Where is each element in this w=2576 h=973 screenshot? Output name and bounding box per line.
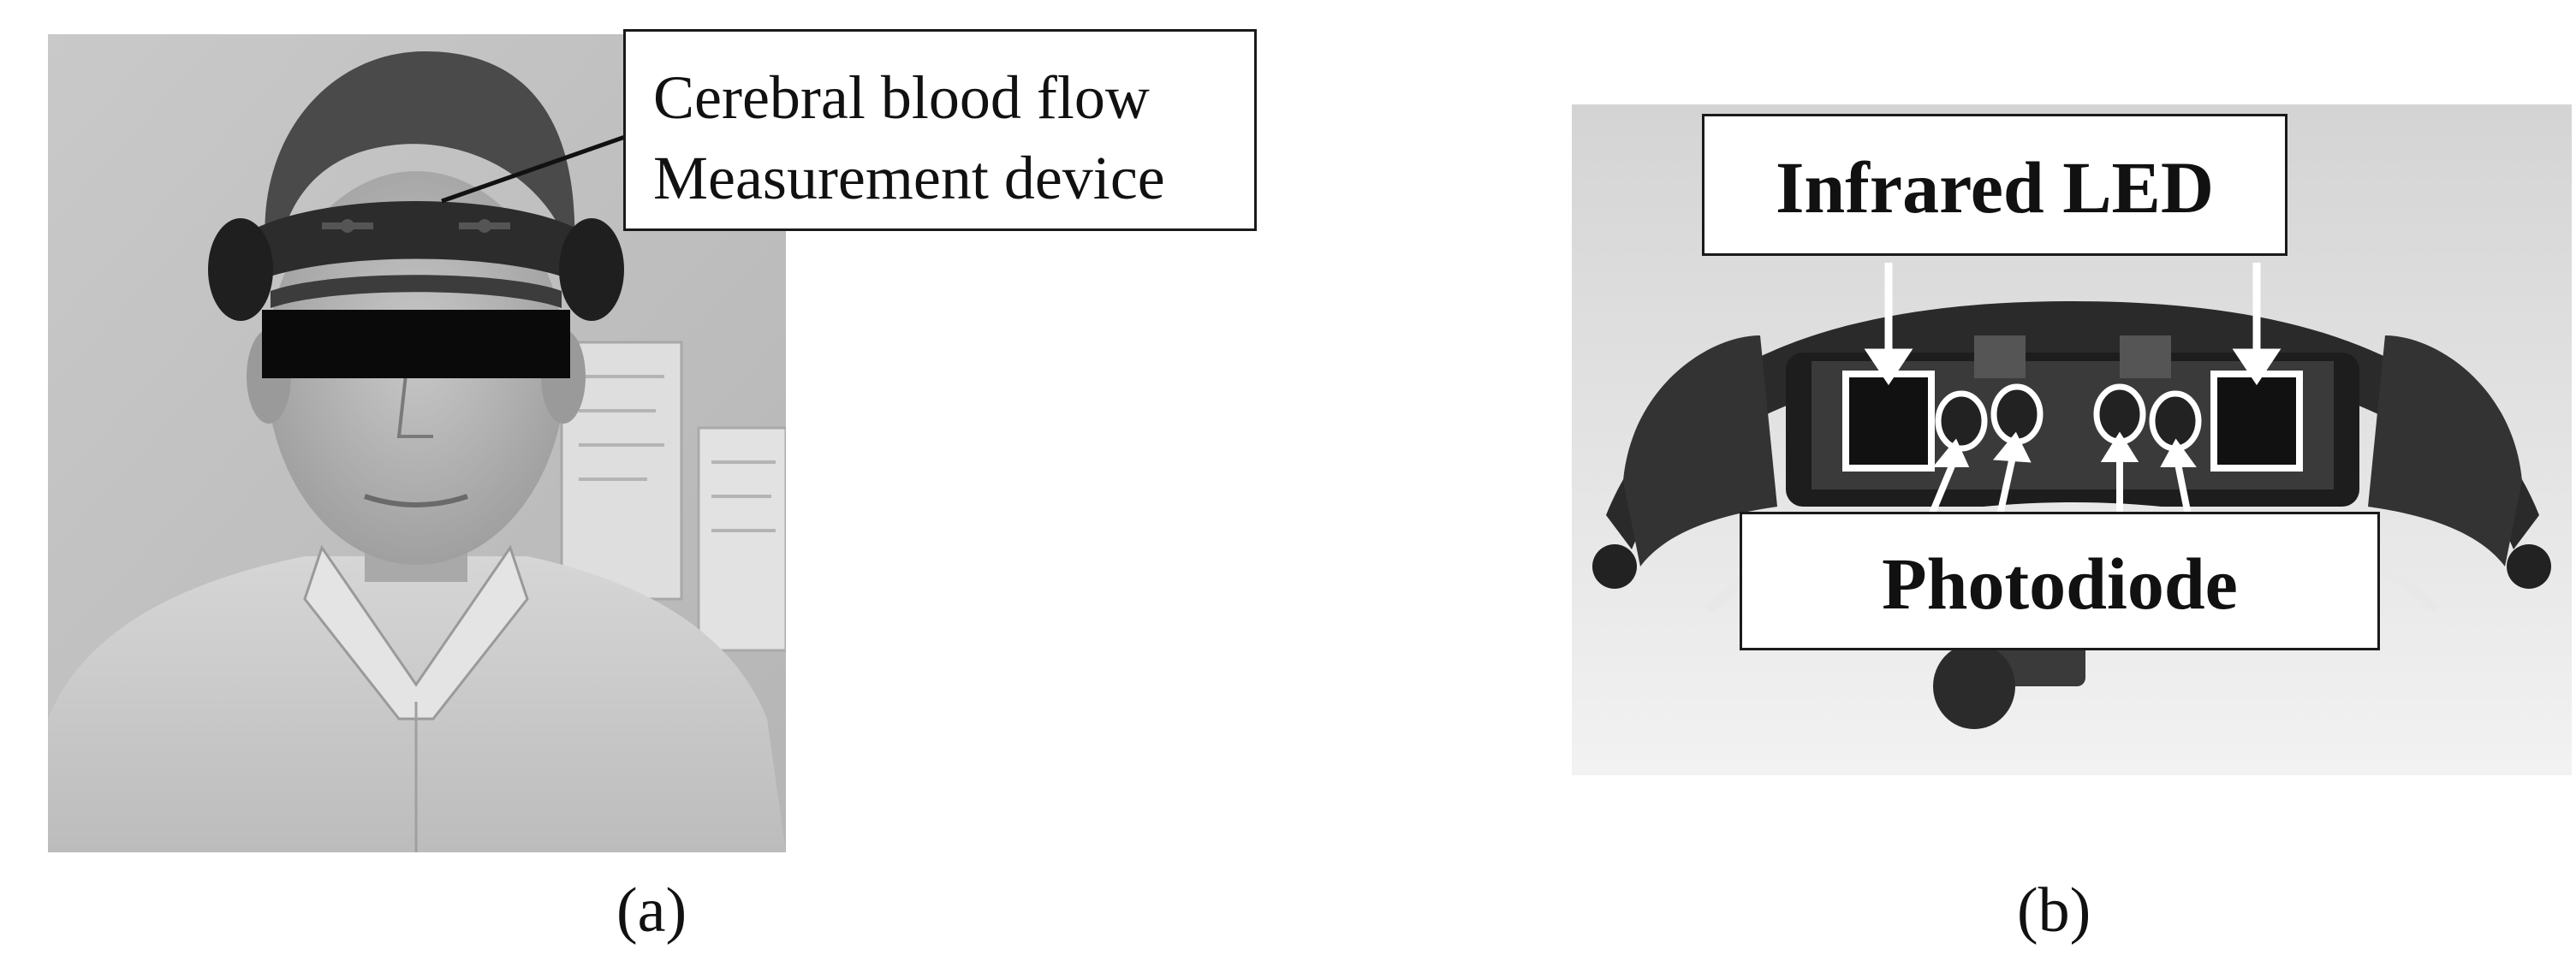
callout-infrared-led: Infrared LED: [1702, 114, 2287, 256]
callout-line-2: Measurement device: [653, 144, 1165, 212]
callout-line-1: Cerebral blood flow: [653, 63, 1150, 132]
callout-photodiode: Photodiode: [1740, 512, 2380, 650]
caption-a: (a): [616, 875, 687, 946]
caption-b: (b): [2017, 875, 2091, 946]
callout-measurement-device: Cerebral blood flow Measurement device: [623, 29, 1257, 231]
